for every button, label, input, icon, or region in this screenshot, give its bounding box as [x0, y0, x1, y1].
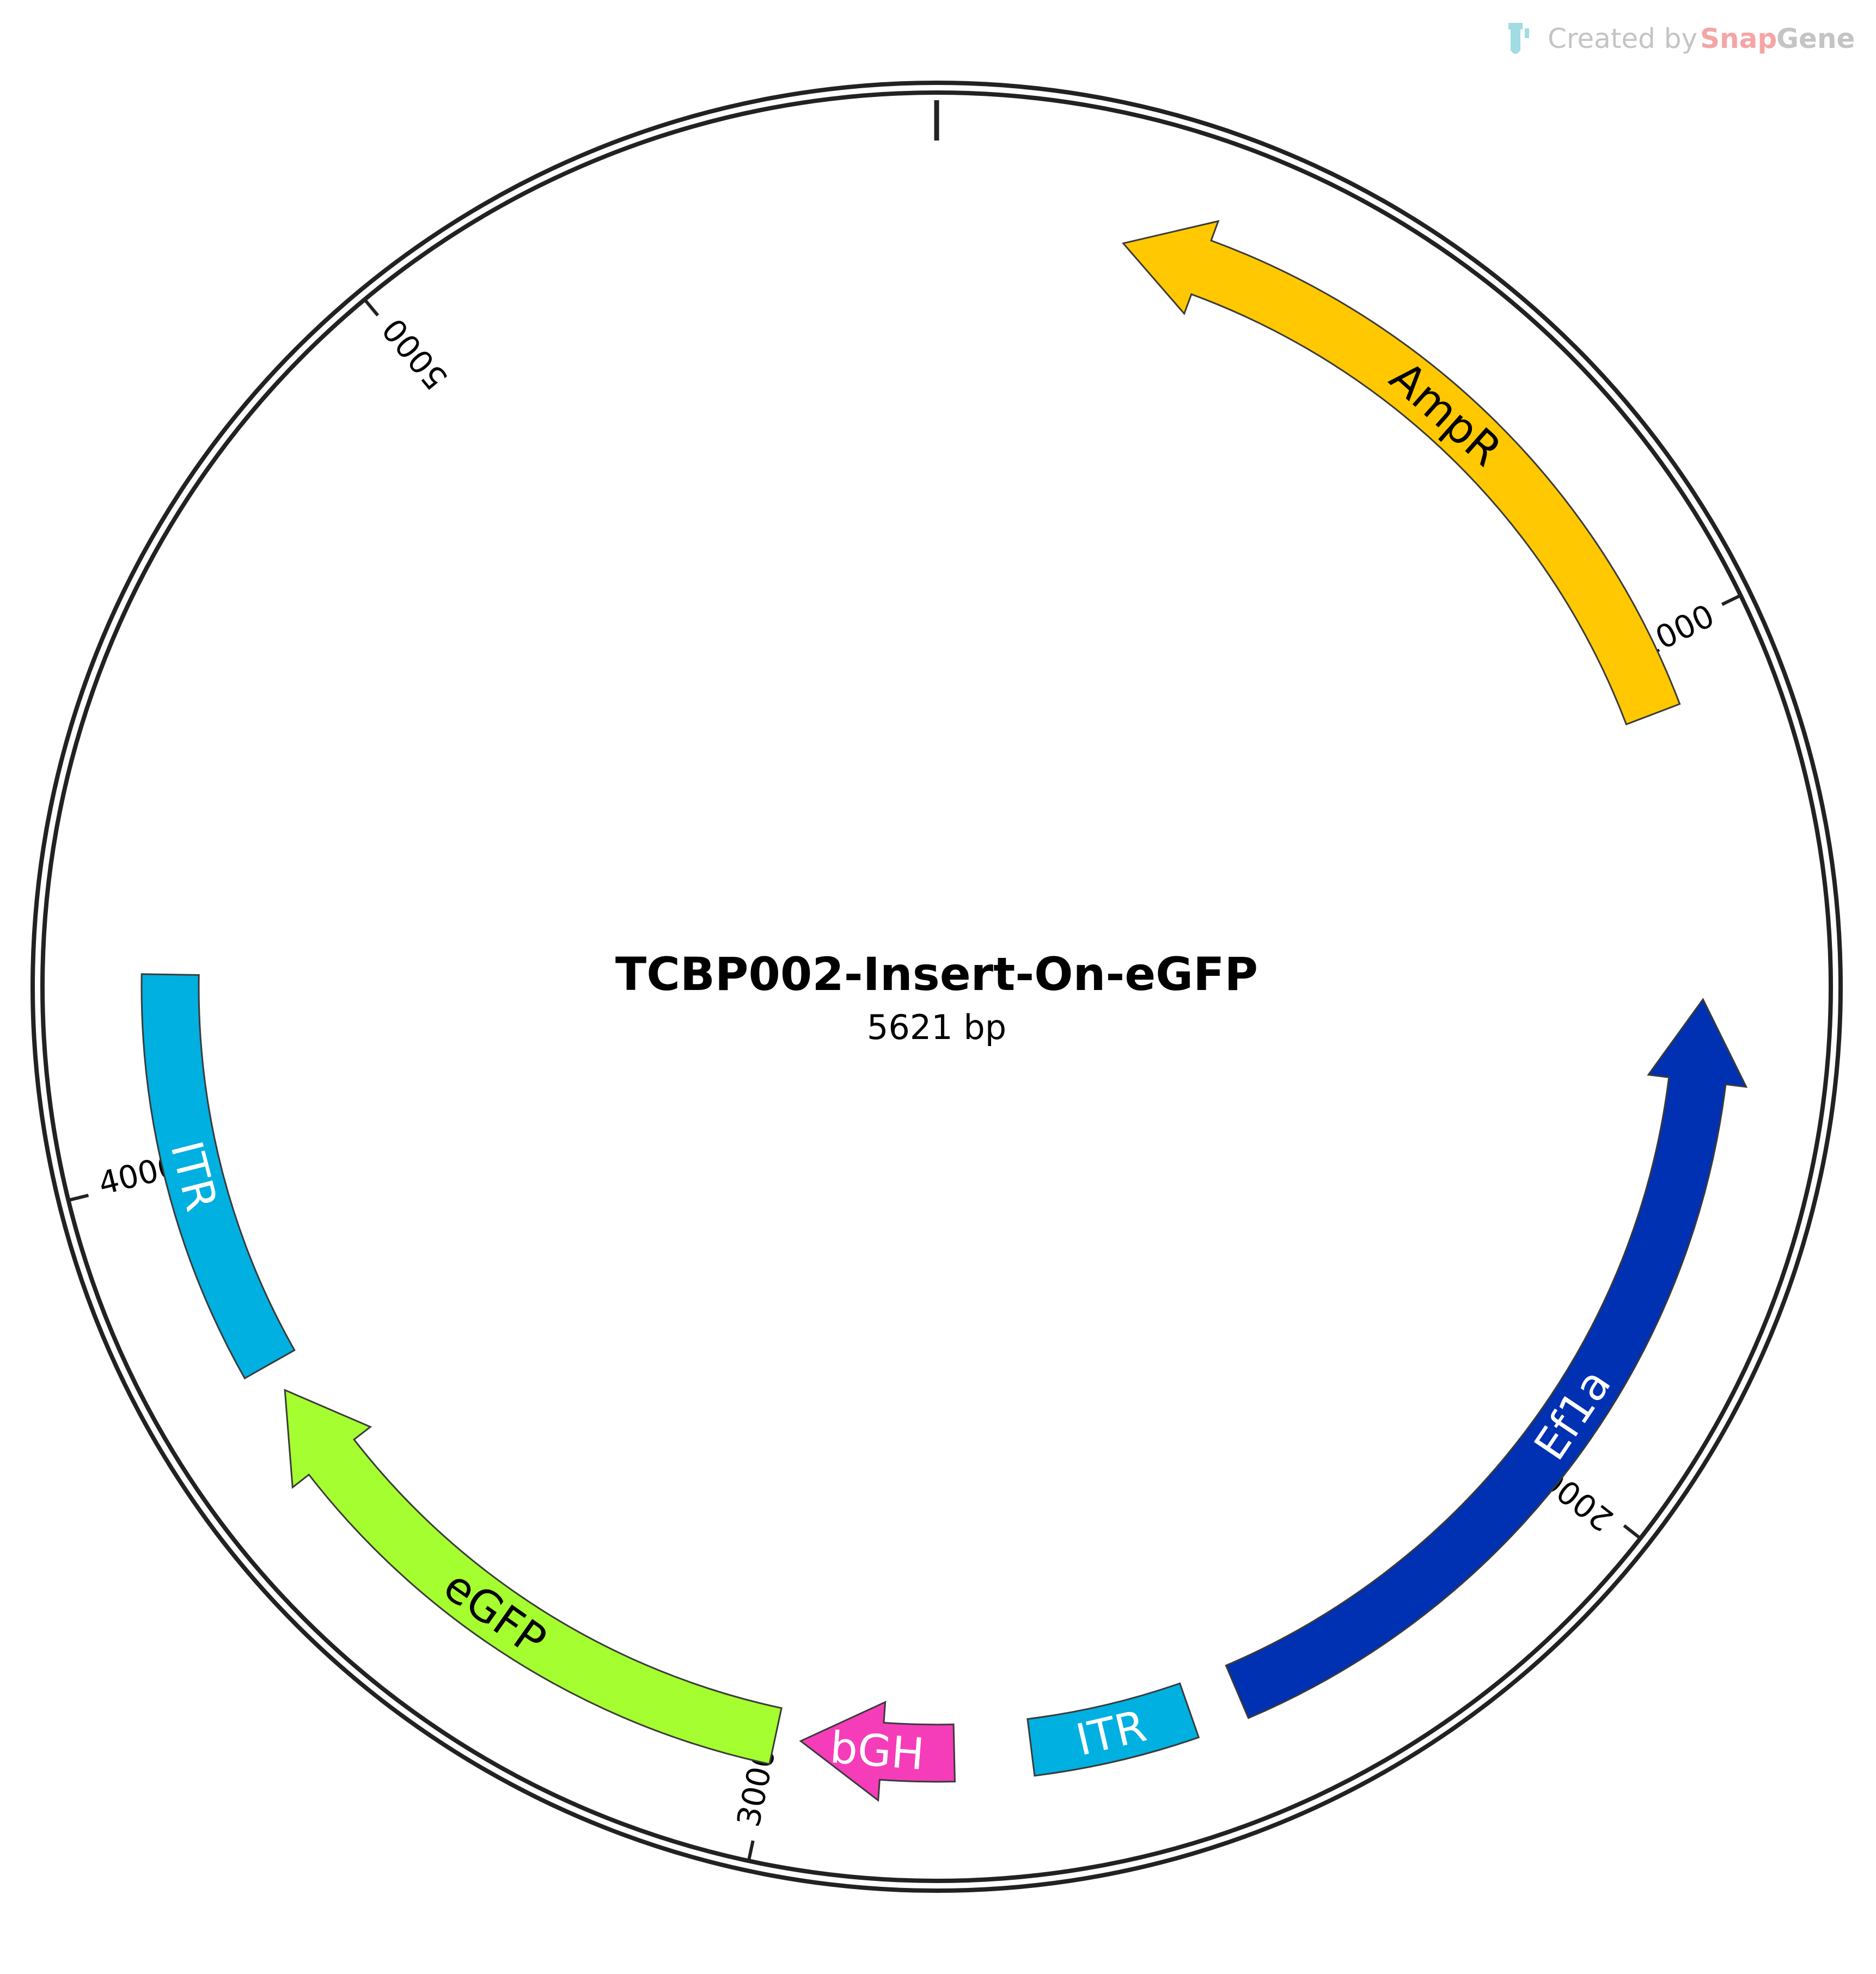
plasmid-name: TCBP002-Insert-On-eGFP	[615, 948, 1258, 1001]
feature-ef1a-arrow[interactable]	[1225, 998, 1748, 1720]
feature-ampr-label: AmpR	[1380, 352, 1511, 476]
watermark-brand-gene: Gene	[1776, 23, 1855, 54]
feature-itr-arrow[interactable]	[1026, 1682, 1200, 1777]
plasmid-size: 5621 bp	[867, 1007, 1006, 1047]
tick-mark	[1721, 594, 1740, 606]
feature-itr-arrow[interactable]	[140, 973, 296, 1380]
backbone-outer-ring	[30, 81, 1843, 1893]
tick-label: 5000	[375, 311, 455, 396]
feature-ampr-arrow[interactable]	[1121, 220, 1681, 726]
tick-mark	[364, 300, 380, 317]
feature-bgh-label: bGH	[828, 1722, 926, 1780]
watermark-brand-snap: Snap	[1700, 23, 1777, 54]
feature-egfp-arrow[interactable]	[284, 1389, 783, 1765]
tick-mark	[1623, 1524, 1640, 1539]
watermark-created-by: Created by	[1548, 23, 1697, 54]
test-tube-icon	[1508, 23, 1529, 54]
backbone-inner-ring	[40, 90, 1833, 1883]
tick-mark	[747, 1840, 755, 1860]
snapgene-watermark: Created by Snap Gene	[1508, 23, 1855, 54]
feature-bgh-arrow[interactable]	[799, 1701, 956, 1802]
tick-mark	[69, 1194, 89, 1202]
feature-egfp-label: eGFP	[435, 1560, 555, 1666]
